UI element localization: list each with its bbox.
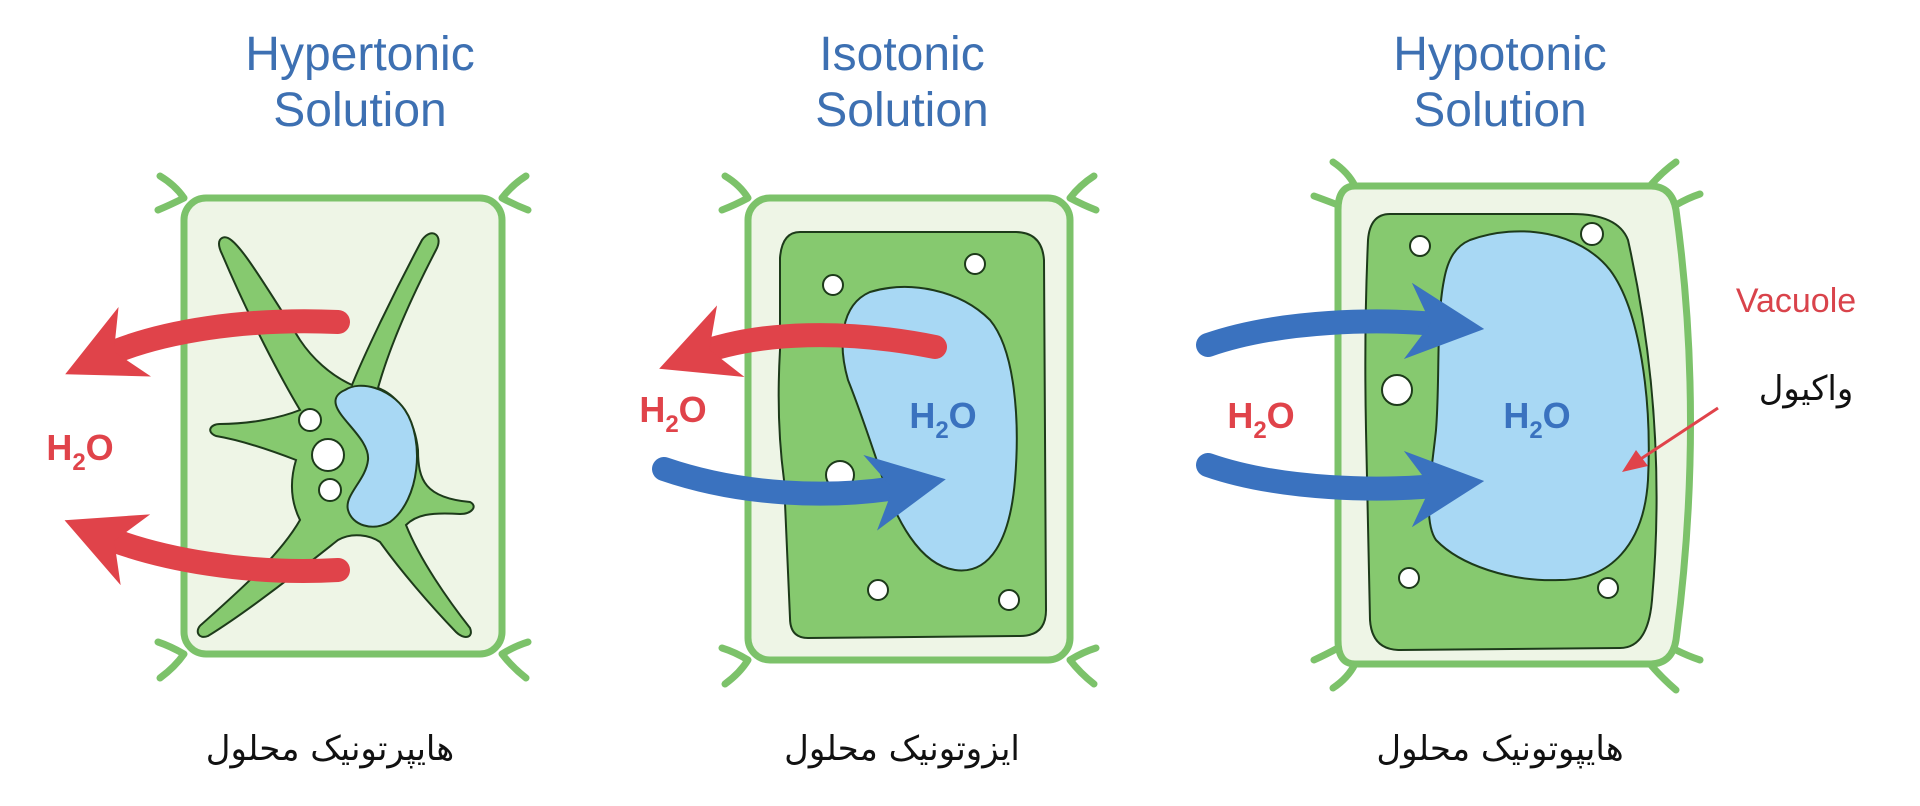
vacuole	[334, 384, 418, 528]
organelle	[867, 579, 889, 601]
panel-hypotonic: Hypotonic Solution H2O H2O Vacuole واکیو…	[1196, 28, 1856, 769]
water-label-inside: H2O	[909, 395, 976, 444]
vacuole	[1427, 230, 1650, 582]
persian-label: ایزوتونیک محلول	[784, 729, 1020, 769]
panel-hypertonic: Hypertonic Solution H2O هایپرتونیک محلول	[46, 28, 532, 769]
panel-isotonic: Isotonic Solution H2O H2O ایزوتونیک محلو…	[639, 28, 1100, 769]
panel-title-line1: Isotonic	[819, 28, 984, 81]
panel-title-line1: Hypertonic	[245, 28, 474, 81]
organelle	[298, 408, 322, 432]
organelle	[1597, 577, 1619, 599]
vacuole	[841, 286, 1018, 572]
panel-title-line2: Solution	[273, 84, 446, 137]
water-outflow-arrow	[65, 306, 350, 377]
organelle	[1409, 235, 1431, 257]
water-inflow-arrow	[1196, 450, 1485, 528]
water-inflow-arrow	[1196, 282, 1485, 360]
organelle	[311, 438, 345, 472]
organelle	[1381, 374, 1413, 406]
organelle	[964, 253, 986, 275]
organelle	[998, 589, 1020, 611]
persian-label: هایپوتونیک محلول	[1376, 729, 1623, 769]
water-label-outside: H2O	[639, 389, 706, 438]
organelle	[822, 274, 844, 296]
water-label-inside: H2O	[1503, 395, 1570, 444]
water-outflow-arrow	[64, 514, 350, 586]
panel-title-line2: Solution	[1413, 84, 1586, 137]
vacuole-pointer-arrow	[1629, 406, 1719, 468]
water-label: H2O	[46, 427, 113, 476]
vacuole-pointer-arrowhead	[1622, 450, 1648, 472]
organelle	[1580, 222, 1604, 246]
panel-title-line2: Solution	[815, 84, 988, 137]
organelle	[1398, 567, 1420, 589]
panel-title-line1: Hypotonic	[1393, 28, 1606, 81]
vacuole-label-english: Vacuole	[1736, 282, 1856, 320]
organelle	[318, 478, 342, 502]
water-outflow-arrow	[659, 305, 947, 378]
vacuole-label-persian: واکیول	[1759, 369, 1854, 409]
water-label-outside: H2O	[1227, 395, 1294, 444]
water-inflow-arrow	[652, 454, 946, 531]
persian-label: هایپرتونیک محلول	[206, 729, 454, 769]
